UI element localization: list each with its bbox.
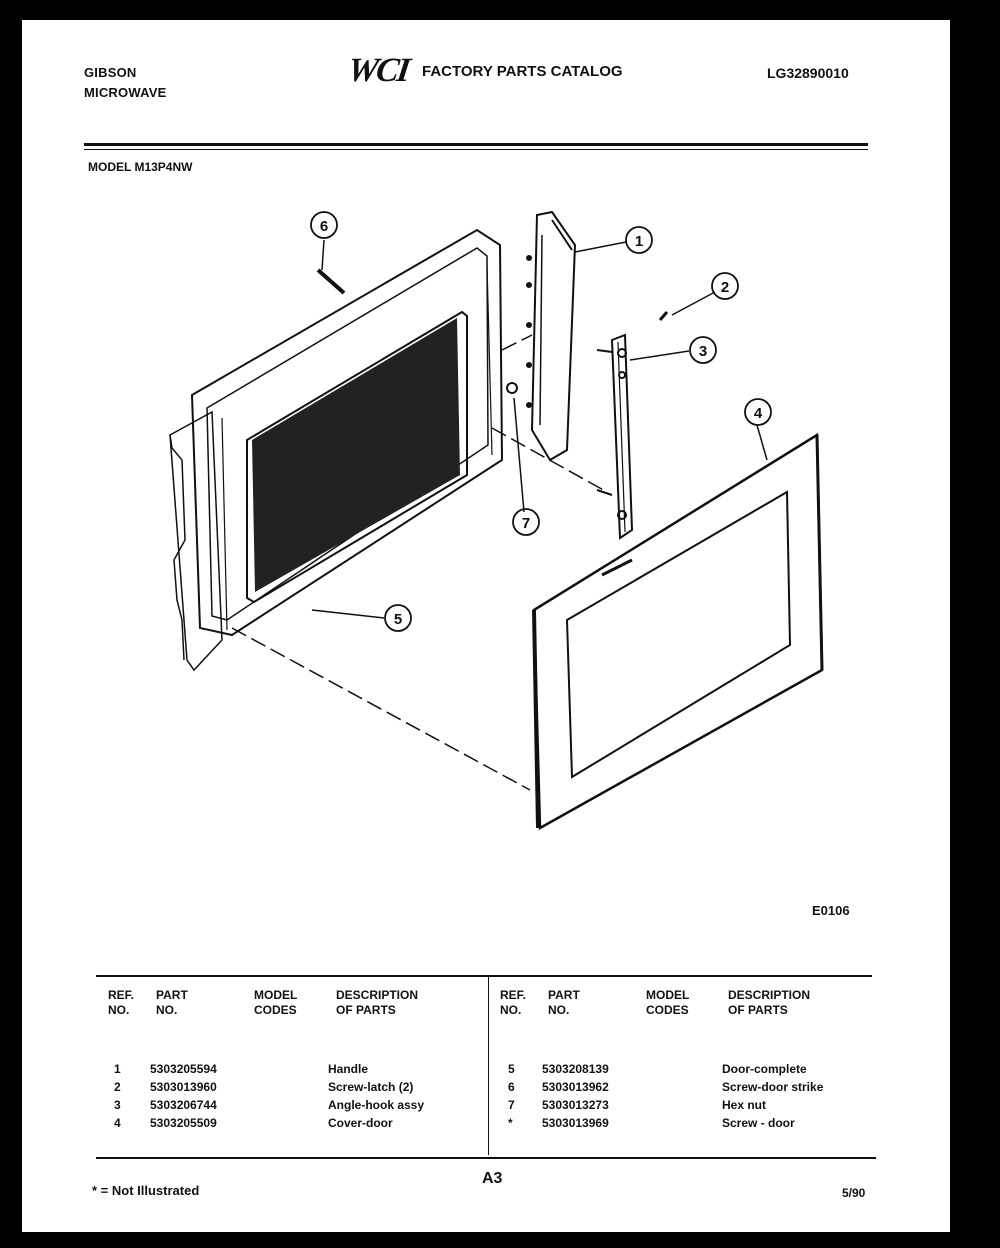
screw-strike-part: [316, 268, 346, 295]
row-ref: 2: [114, 1080, 121, 1094]
callout-2: 2: [721, 279, 729, 296]
row-ref: *: [508, 1116, 513, 1130]
callout-1: 1: [635, 233, 643, 250]
handle-part: [526, 210, 577, 462]
row-desc: Screw-door strike: [722, 1080, 824, 1094]
row-ref: 4: [114, 1116, 121, 1130]
row-part: 5303208139: [542, 1062, 609, 1076]
date-code: 5/90: [842, 1186, 866, 1200]
header-part-no: PART NO.: [548, 988, 580, 1017]
row-part: 5303205594: [150, 1062, 217, 1076]
page-number: A3: [482, 1170, 503, 1187]
callout-7: 7: [522, 515, 530, 532]
screw-latch-part: [658, 311, 669, 321]
hex-nut-part: [506, 382, 518, 394]
product-type: MICROWAVE: [84, 85, 167, 100]
header-model-codes: MODEL CODES: [646, 988, 690, 1017]
row-desc: Angle-hook assy: [328, 1098, 425, 1112]
not-illustrated-note: * = Not Illustrated: [92, 1183, 200, 1198]
row-desc: Handle: [328, 1062, 369, 1076]
callout-6: 6: [320, 218, 328, 235]
header-rule-thin: [84, 149, 868, 150]
row-part: 5303206744: [150, 1098, 217, 1112]
parts-catalog-page: GIBSON MICROWAVE WCI FACTORY PARTS CATAL…: [22, 20, 950, 1232]
row-part: 5303013273: [542, 1098, 609, 1112]
callout-3: 3: [699, 343, 707, 360]
row-ref: 7: [508, 1098, 515, 1112]
table-column-divider: [488, 975, 489, 1155]
row-ref: 3: [114, 1098, 121, 1112]
header-description: DESCRIPTION OF PARTS: [728, 988, 811, 1017]
catalog-id: LG32890010: [767, 65, 849, 81]
row-ref: 6: [508, 1080, 515, 1094]
row-desc: Hex nut: [722, 1098, 767, 1112]
table-rule-top: [96, 975, 872, 977]
header-model-codes: MODEL CODES: [254, 988, 298, 1017]
row-part: 5303013969: [542, 1116, 609, 1130]
header-description: DESCRIPTION OF PARTS: [336, 988, 419, 1017]
row-part: 5303205509: [150, 1116, 217, 1130]
header-ref-no: REF. NO.: [108, 988, 135, 1017]
catalog-title: FACTORY PARTS CATALOG: [422, 63, 623, 80]
brand-name: GIBSON: [84, 65, 137, 80]
table-rule-bottom: [96, 1157, 876, 1159]
row-desc: Screw-latch (2): [328, 1080, 414, 1094]
callout-4: 4: [754, 405, 763, 422]
callout-5: 5: [394, 611, 402, 628]
diagram-code: E0106: [812, 903, 850, 918]
angle-hook-part: [596, 333, 634, 540]
row-desc: Cover-door: [328, 1116, 393, 1130]
row-ref: 1: [114, 1062, 121, 1076]
exploded-door-diagram: 1 2 3 4 5 6 7: [169, 210, 824, 831]
header-rule-thick: [84, 143, 868, 146]
door-frame-part: [169, 228, 504, 672]
model-number: MODEL M13P4NW: [88, 160, 193, 174]
cover-door-part: [532, 432, 824, 831]
row-part: 5303013962: [542, 1080, 609, 1094]
row-part: 5303013960: [150, 1080, 217, 1094]
row-desc: Screw - door: [722, 1116, 795, 1130]
header-part-no: PART NO.: [156, 988, 188, 1017]
row-desc: Door-complete: [722, 1062, 807, 1076]
row-ref: 5: [508, 1062, 515, 1076]
header-ref-no: REF. NO.: [500, 988, 527, 1017]
